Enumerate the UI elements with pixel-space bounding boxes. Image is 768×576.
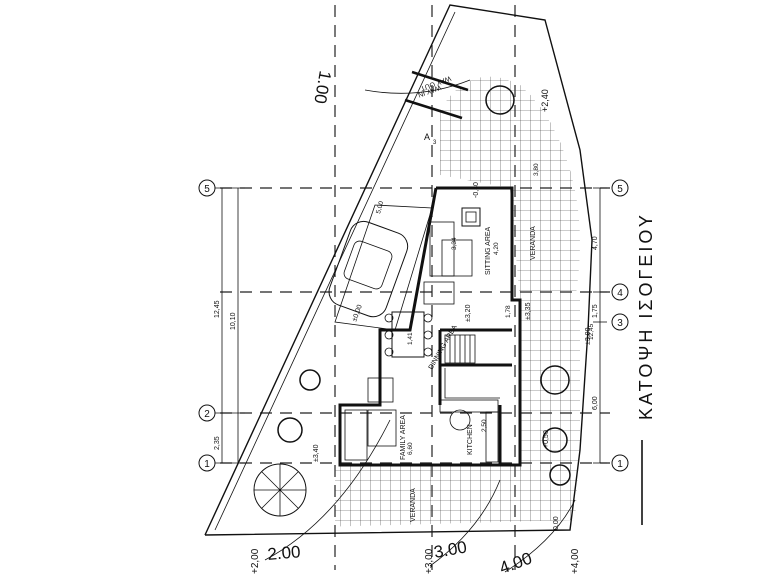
level-300-right: ±3,00 [585,327,592,345]
right-dimension-chain [593,187,607,464]
trees [253,85,571,517]
grid-axis-markers-right: 5 4 3 1 [611,179,629,472]
dim-mid-b: 12,45 [588,323,595,340]
label-kitchen: KITCHEN [467,424,474,455]
dim-family-w: 6,60 [407,442,414,455]
dim-carport-w: 5,00 [375,200,385,214]
axis-right-3: 3 [617,318,623,329]
level-200-bottom: +2,00 [250,548,261,574]
level-050: +0,50 [543,430,550,448]
axis-right-1: 1 [617,459,623,470]
dim-overall: 12,45 [214,300,221,318]
level-000-b: 0,00 [553,516,560,530]
contour-200: 2.00 [267,542,302,564]
staircase [444,334,500,399]
right-dimension-text: 6,00 1,75 4,70 [592,236,599,410]
dim-right-1: 6,00 [592,396,599,410]
paving-hatch [335,76,580,530]
axis-left-1: 1 [204,459,210,470]
axis-left-5: 5 [204,184,210,195]
carport [328,204,433,331]
point-a-label: A 3 [424,132,437,146]
left-dimension-chain [215,187,245,464]
dim-sitting-w: 4,20 [493,242,500,255]
dim-kitchen-w: 2,50 [481,419,488,432]
grid-axis-markers-left: 5 2 1 [198,179,216,472]
entry-gate [404,70,469,120]
label-veranda-left: VERANDA [410,488,417,522]
label-sitting-area: SITTING AREA [485,226,492,275]
axis-right-5: 5 [617,184,623,195]
label-family-area: FAMILY AREA [400,415,407,460]
level-240: +2,40 [540,89,550,112]
axis-left-2: 2 [204,409,210,420]
dim-right-2: 1,75 [592,304,599,318]
level-320: ±3,20 [465,304,472,322]
dim-small: 2,35 [214,436,221,450]
point-a-index: 3 [433,140,437,146]
dim-mid-c: 3,80 [533,163,540,176]
dim-inner: 10,10 [230,312,237,330]
entry-labels: WAY IN WAY OUT [417,74,452,98]
dim-mid-a: 1,78 [505,305,512,318]
sitting-furniture [423,207,481,305]
dining-table [384,311,433,358]
drawing-title: ΚΑΤΟΨΗ ΙΣΟΓΕΙΟΥ [636,212,656,420]
contour-300: 3.00 [432,537,468,561]
axis-right-4: 4 [617,288,623,299]
dim-sitting-d: 3,34 [451,237,458,250]
level-400-bottom: +4,00 [570,548,581,574]
kitchen-counter [439,399,499,463]
family-sofa [344,377,397,461]
level-minus-080: -0,80 [473,182,480,198]
building-walls [338,186,522,467]
level-340-left: ±3,40 [313,444,320,462]
dim-right-3: 4,70 [592,236,599,250]
dim-dinning-w: 1,41 [407,332,414,345]
contour-100: 1.00 [310,69,334,105]
left-dimension-text: 12,45 10,10 2,35 [214,300,237,450]
interior-dimensions: 4,20 3,34 1,41 6,60 2,50 5,00 1,78 12,45… [375,163,595,455]
level-300-bottom: +3,00 [424,548,435,574]
point-a: A [424,132,430,142]
contour-400: 4.00 [497,549,535,576]
level-335: ±3,35 [525,302,532,320]
car-outline [328,220,409,318]
contour-lines [264,79,576,573]
label-veranda-right: VERANDA [530,226,537,260]
contour-labels: 1.00 2.00 3.00 4.00 [267,69,535,576]
